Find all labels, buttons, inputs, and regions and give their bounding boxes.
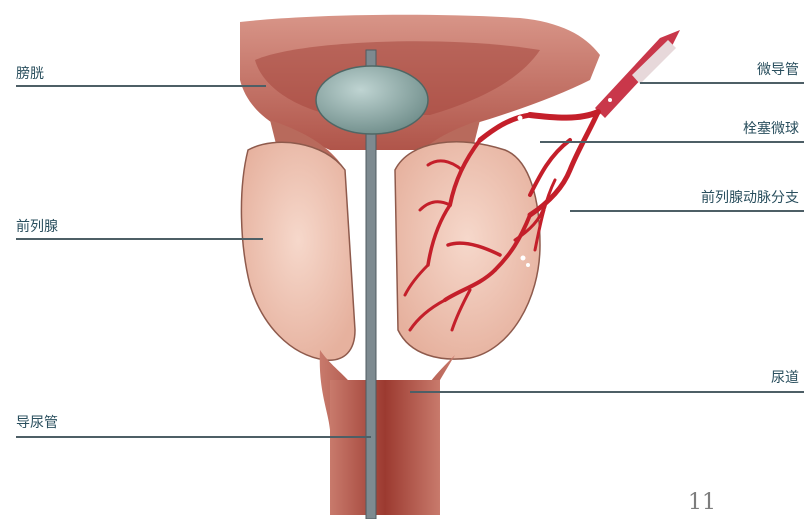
leader-line-bladder bbox=[16, 85, 266, 87]
label-bladder: 膀胱 bbox=[16, 66, 44, 82]
label-prostate-artery-branch: 前列腺动脉分支 bbox=[701, 190, 799, 206]
leader-line-urethra bbox=[410, 391, 804, 393]
label-urethra: 尿道 bbox=[771, 370, 799, 386]
prostate-left-lobe bbox=[241, 142, 355, 360]
urethra-lower bbox=[330, 380, 440, 515]
label-embolic-microspheres: 栓塞微球 bbox=[743, 121, 799, 137]
label-prostate: 前列腺 bbox=[16, 219, 58, 235]
page-number: 11 bbox=[688, 490, 716, 515]
leader-line-catheter bbox=[16, 436, 371, 438]
leader-line-prostate-artery-branch bbox=[570, 210, 804, 212]
leader-line-prostate bbox=[16, 238, 263, 240]
label-catheter: 导尿管 bbox=[16, 415, 58, 431]
leader-line-embolic-microspheres bbox=[540, 141, 804, 143]
label-microcatheter: 微导管 bbox=[757, 62, 799, 78]
catheter-balloon bbox=[316, 66, 428, 134]
leader-line-microcatheter bbox=[640, 82, 804, 84]
prostate-right-lobe bbox=[395, 142, 540, 359]
